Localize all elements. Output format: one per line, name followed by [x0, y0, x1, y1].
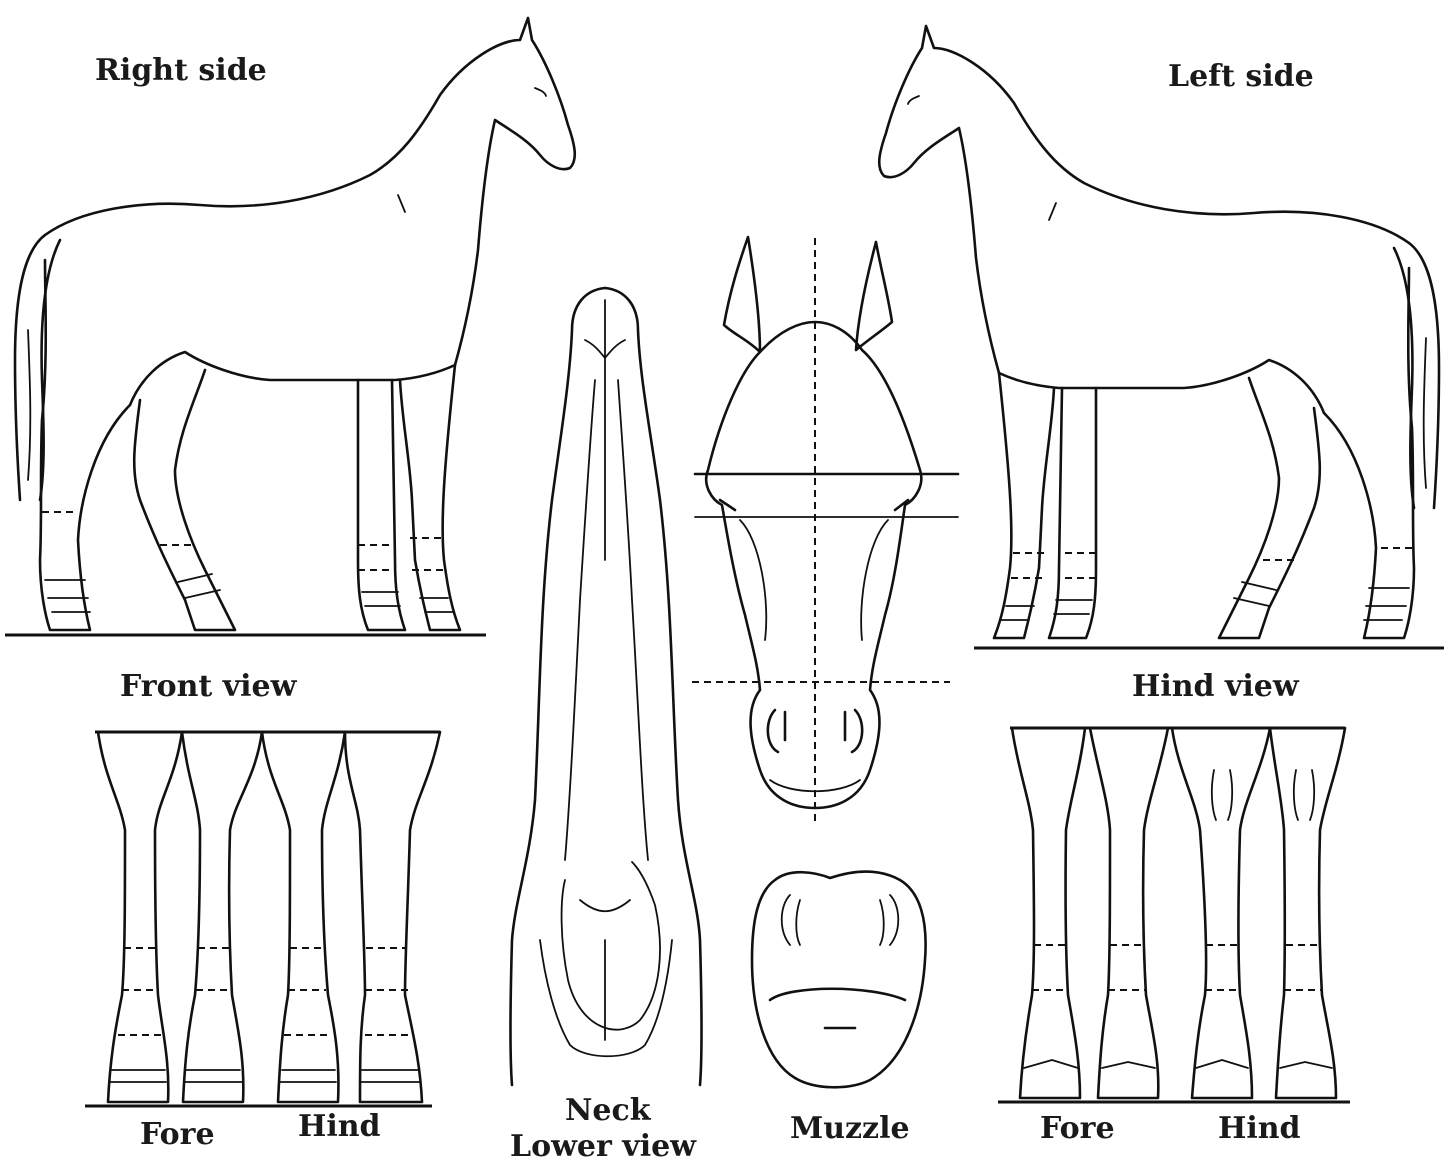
hind-leg-2: [1090, 728, 1168, 1098]
label-front-fore: Fore: [140, 1117, 215, 1152]
label-left-side: Left side: [1168, 59, 1314, 94]
label-right-side: Right side: [95, 53, 267, 88]
neck-lower-view: [511, 288, 702, 1085]
hind-leg-4: [1270, 728, 1345, 1098]
label-hind-fore: Fore: [1040, 1111, 1115, 1146]
muzzle-view: [752, 871, 926, 1087]
label-hind-hind: Hind: [1218, 1111, 1301, 1146]
label-front-hind: Hind: [298, 1109, 381, 1144]
head-front-view: [692, 237, 958, 822]
right-side-horse: [5, 18, 575, 635]
hind-leg-3: [1172, 728, 1270, 1098]
label-neck: Neck: [565, 1093, 652, 1128]
front-leg-2: [182, 732, 262, 1102]
label-hind-view: Hind view: [1132, 669, 1300, 704]
front-leg-3: [262, 732, 345, 1102]
label-muzzle: Muzzle: [790, 1111, 910, 1146]
hind-leg-1: [1012, 728, 1085, 1098]
hind-view-legs: [998, 728, 1350, 1102]
label-lower-view: Lower view: [510, 1129, 697, 1164]
left-side-horse: [879, 26, 1444, 648]
front-view-legs: [85, 732, 440, 1106]
label-front-view: Front view: [120, 669, 298, 704]
front-leg-1: [98, 732, 182, 1102]
front-leg-4: [345, 732, 440, 1102]
